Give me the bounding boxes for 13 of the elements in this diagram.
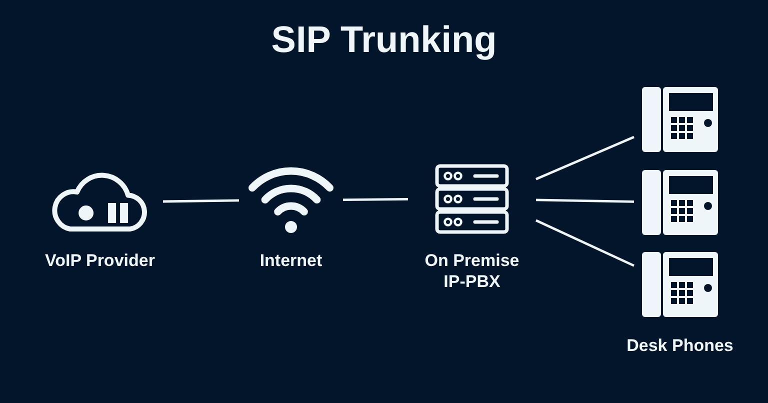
connector-line: [536, 198, 634, 203]
node-label: VoIP Provider: [45, 250, 155, 271]
connector-line: [342, 198, 408, 201]
connector-line: [536, 219, 634, 267]
connector-line: [162, 199, 240, 203]
node-label: Internet: [260, 250, 322, 271]
desk-phone-icon: [642, 170, 718, 235]
desk-phone-icon: [642, 87, 718, 152]
node-label: On Premise IP-PBX: [424, 250, 520, 292]
diagram-title: SIP Trunking: [271, 18, 497, 62]
desk-phone-icon: [642, 252, 718, 317]
connector-line: [536, 136, 634, 180]
group-label: Desk Phones: [626, 335, 734, 356]
